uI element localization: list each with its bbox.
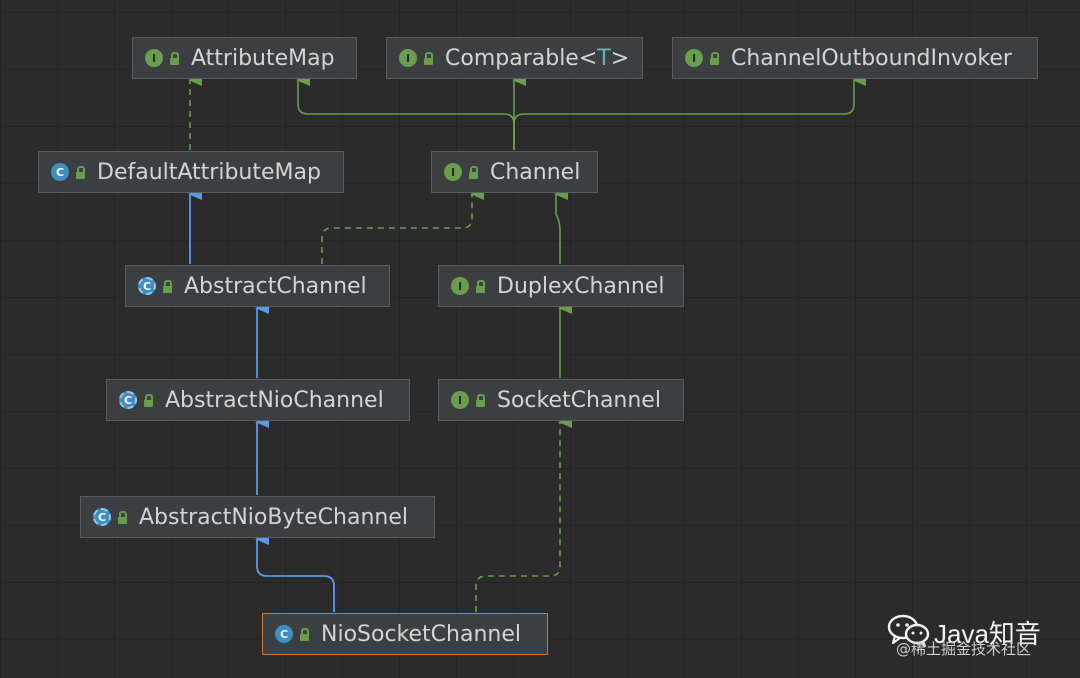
node-label: ChannelOutboundInvoker [731,45,1012,71]
lock-icon [469,165,478,179]
type-parameter: T [597,45,611,71]
node-label: AbstractNioByteChannel [139,504,408,530]
node-niosocketchannel[interactable]: C NioSocketChannel [262,613,548,655]
node-attributemap[interactable]: I AttributeMap [132,37,357,79]
lock-icon [476,393,485,407]
interface-icon: I [145,49,163,67]
interface-icon: I [399,49,417,67]
node-socketchannel[interactable]: I SocketChannel [438,379,684,421]
lock-icon [170,51,179,65]
node-label: Comparable<T> [445,45,630,71]
node-label: SocketChannel [497,387,661,413]
node-label: AttributeMap [191,45,335,71]
interface-icon: I [444,163,462,181]
node-abstractniochannel[interactable]: C AbstractNioChannel [106,379,410,421]
edge-channel-attributemap [296,74,515,150]
node-label: DefaultAttributeMap [97,159,321,185]
lock-icon [118,510,127,524]
node-channel[interactable]: I Channel [431,151,598,193]
node-label: DuplexChannel [497,273,665,299]
lock-icon [76,165,85,179]
edge-niosocketchannel-abstractniobytechannel [255,533,335,612]
lock-icon [144,393,153,407]
interface-icon: I [685,49,703,67]
node-label: Channel [490,159,581,185]
abstract-class-icon: C [119,391,137,409]
lock-icon [710,51,719,65]
lock-icon [476,279,485,293]
watermark-sub: @稀土掘金技术社区 [896,640,1032,658]
node-defaultattributemap[interactable]: C DefaultAttributeMap [38,151,344,193]
edge-abstractchannel-channel [321,188,484,264]
node-label: AbstractChannel [184,273,367,299]
class-icon: C [275,625,293,643]
node-abstractchannel[interactable]: C AbstractChannel [125,265,390,307]
edge-niosocketchannel-socketchannel [475,416,572,612]
node-comparable[interactable]: I Comparable<T> [386,37,643,79]
node-duplexchannel[interactable]: I DuplexChannel [438,265,684,307]
lock-icon [163,279,172,293]
edge-channel-channeloutboundinvoker [513,74,866,150]
lock-icon [300,627,309,641]
abstract-class-icon: C [93,508,111,526]
lock-icon [424,51,433,65]
node-channeloutboundinvoker[interactable]: I ChannelOutboundInvoker [672,37,1038,79]
interface-icon: I [451,391,469,409]
node-label: AbstractNioChannel [165,387,384,413]
edge-duplexchannel-channel [554,188,568,264]
class-icon: C [51,163,69,181]
interface-icon: I [451,277,469,295]
node-abstractniobytechannel[interactable]: C AbstractNioByteChannel [80,496,435,538]
watermark-brand: Java知音 [934,619,1041,649]
node-label: NioSocketChannel [321,621,521,647]
wechat-icon [887,614,930,647]
abstract-class-icon: C [138,277,156,295]
